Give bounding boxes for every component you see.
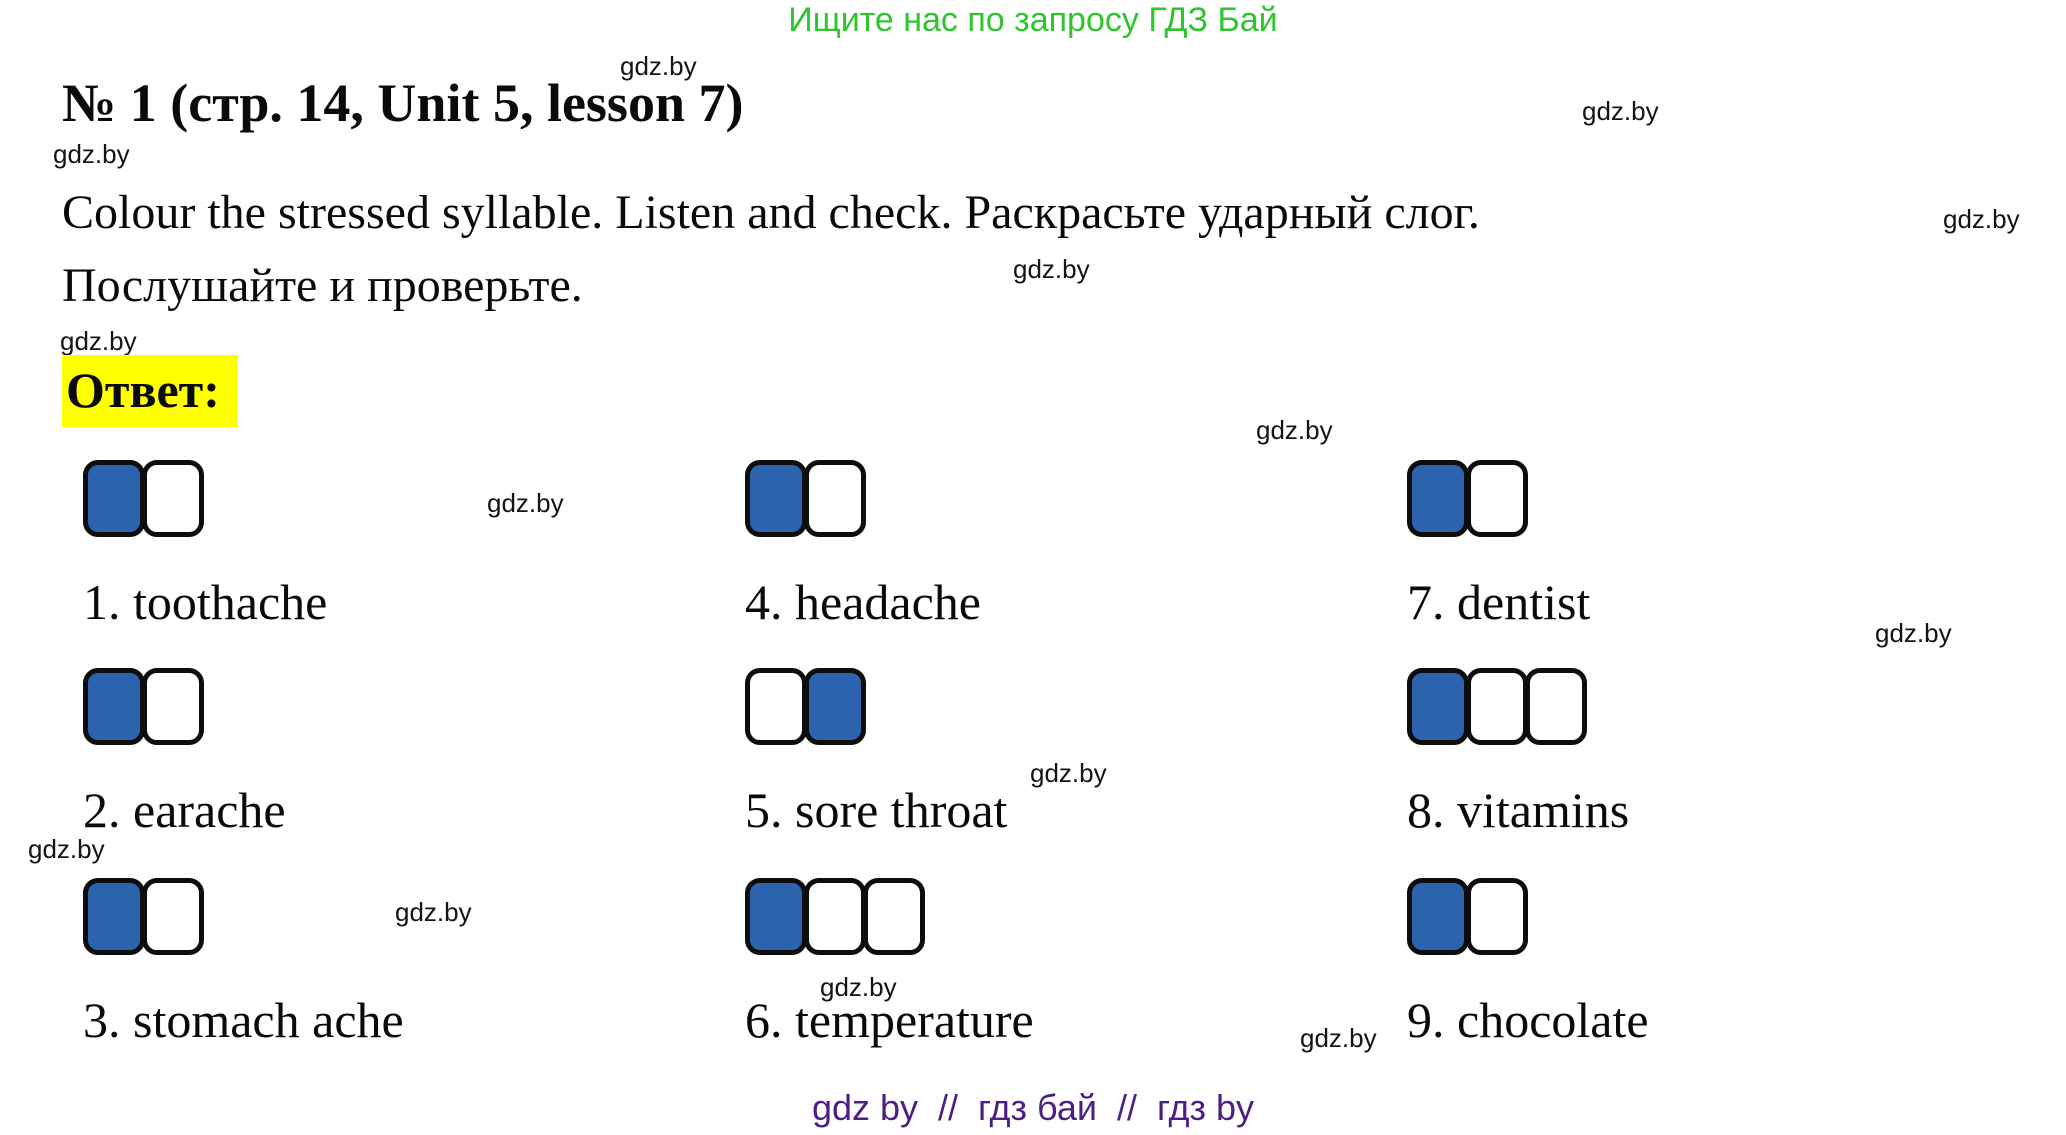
syllable-boxes: [745, 878, 1034, 955]
syllable-boxes: [83, 668, 286, 745]
watermark-gdz: gdz.by: [1943, 204, 2020, 234]
stressed-syllable-box: [745, 878, 807, 955]
syllable-boxes: [745, 668, 1007, 745]
unstressed-syllable-box: [745, 668, 807, 745]
word-label: 7. dentist: [1407, 574, 1591, 630]
word-label: 5. sore throat: [745, 782, 1008, 838]
word-item-headache: 4. headache: [745, 460, 981, 630]
stressed-syllable-box: [1407, 668, 1469, 745]
watermark-gdz: gdz.by: [1875, 618, 1952, 648]
promo-banner: Ищите нас по запросу ГДЗ Бай: [788, 1, 1278, 39]
watermark-gdz: gdz.by: [60, 326, 137, 356]
word-item-stomach-ache: 3. stomach ache: [83, 878, 404, 1048]
stressed-syllable-box: [83, 878, 145, 955]
watermark-gdz: gdz.by: [1300, 1023, 1377, 1053]
word-label: 9. chocolate: [1407, 992, 1649, 1048]
unstressed-syllable-box: [1525, 668, 1587, 745]
task-text: Colour the stressed syllable. Listen and…: [62, 176, 1480, 322]
watermark-gdz: gdz.by: [620, 51, 697, 81]
word-label: 8. vitamins: [1407, 782, 1630, 838]
syllable-boxes: [1407, 460, 1590, 537]
unstressed-syllable-box: [1466, 460, 1528, 537]
watermark-gdz: gdz.by: [1013, 254, 1090, 284]
unstressed-syllable-box: [142, 668, 204, 745]
watermark-gdz: gdz.by: [53, 139, 130, 169]
syllable-boxes: [1407, 878, 1649, 955]
word-item-earache: 2. earache: [83, 668, 286, 838]
word-item-temperature: 6. temperature: [745, 878, 1034, 1048]
word-item-sore-throat: 5. sore throat: [745, 668, 1007, 838]
unstressed-syllable-box: [863, 878, 925, 955]
unstressed-syllable-box: [804, 460, 866, 537]
word-label: 3. stomach ache: [83, 992, 404, 1048]
watermark-gdz: gdz.by: [487, 488, 564, 518]
unstressed-syllable-box: [804, 878, 866, 955]
word-item-toothache: 1. toothache: [83, 460, 327, 630]
stressed-syllable-box: [83, 460, 145, 537]
stressed-syllable-box: [1407, 460, 1469, 537]
stressed-syllable-box: [83, 668, 145, 745]
stressed-syllable-box: [1407, 878, 1469, 955]
word-item-chocolate: 9. chocolate: [1407, 878, 1649, 1048]
exercise-title: № 1 (стр. 14, Unit 5, lesson 7): [62, 73, 744, 133]
word-label: 4. headache: [745, 574, 981, 630]
watermark-gdz: gdz.by: [1030, 758, 1107, 788]
syllable-boxes: [1407, 668, 1629, 745]
word-label: 2. earache: [83, 782, 286, 838]
unstressed-syllable-box: [1466, 668, 1528, 745]
syllable-boxes: [83, 878, 404, 955]
watermark-gdz: gdz.by: [28, 834, 105, 864]
task-line-2: Послушайте и проверьте.: [62, 259, 583, 312]
answer-label: Ответ:: [62, 355, 238, 427]
unstressed-syllable-box: [1466, 878, 1528, 955]
word-item-vitamins: 8. vitamins: [1407, 668, 1629, 838]
syllable-boxes: [745, 460, 981, 537]
task-line-1: Colour the stressed syllable. Listen and…: [62, 186, 1480, 239]
watermark-gdz: gdz.by: [1582, 96, 1659, 126]
watermark-gdz: gdz.by: [1256, 415, 1333, 445]
watermark-gdz: gdz.by: [395, 897, 472, 927]
syllable-boxes: [83, 460, 327, 537]
stressed-syllable-box: [804, 668, 866, 745]
word-item-dentist: 7. dentist: [1407, 460, 1590, 630]
watermark-gdz: gdz.by: [820, 972, 897, 1002]
unstressed-syllable-box: [142, 460, 204, 537]
stressed-syllable-box: [745, 460, 807, 537]
word-label: 6. temperature: [745, 992, 1034, 1048]
word-label: 1. toothache: [83, 574, 328, 630]
footer-watermark: gdz by // гдз бай // гдз by: [811, 1087, 1255, 1128]
unstressed-syllable-box: [142, 878, 204, 955]
